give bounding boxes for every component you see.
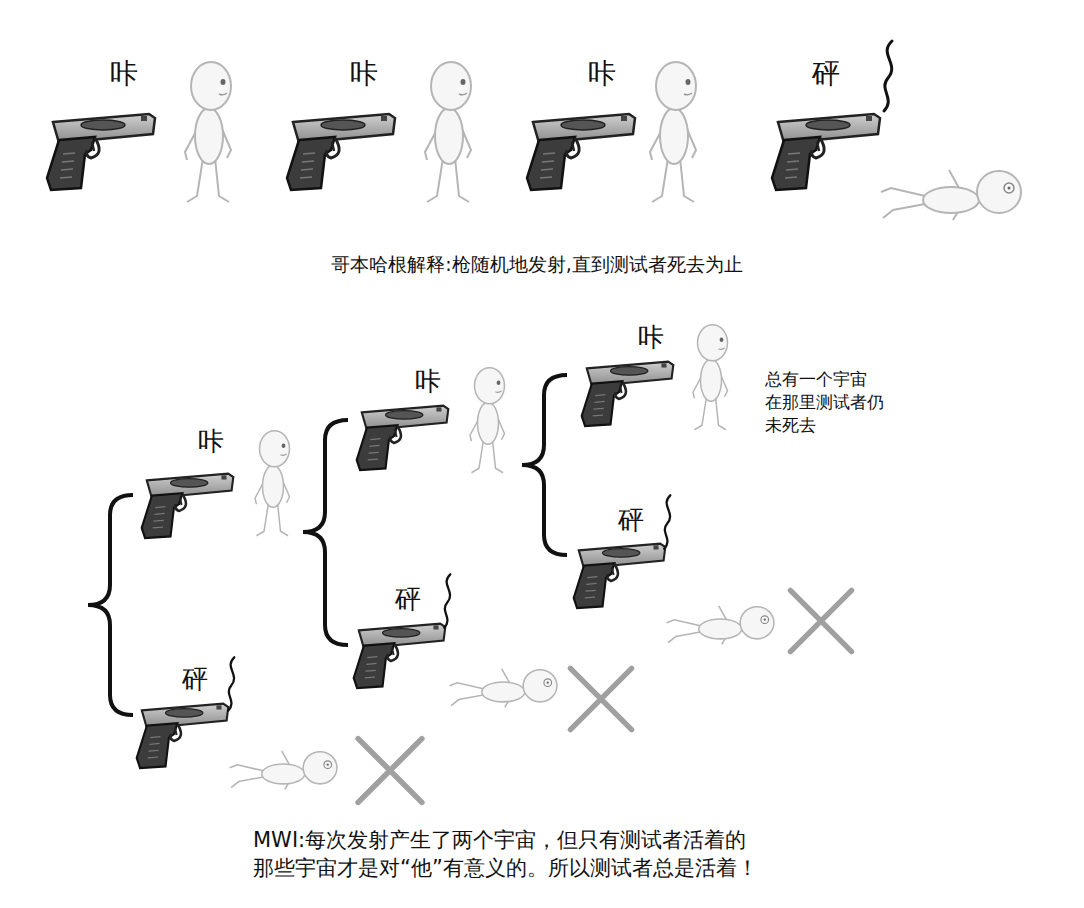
pistol <box>354 624 446 688</box>
pistol <box>772 114 880 190</box>
smoke-wisp <box>228 657 234 710</box>
note-text: 总有一个宇宙 在那里测试者仍 未死去 <box>765 368 893 437</box>
fallen-tester <box>667 606 774 644</box>
cross-mark <box>358 739 422 803</box>
smoke-wisp <box>664 495 670 548</box>
sound-effect: 砰 <box>182 662 208 697</box>
fallen-tester <box>881 170 1021 220</box>
branch-brace <box>303 420 348 645</box>
pistol <box>582 362 674 426</box>
pistol <box>287 114 395 190</box>
pistol <box>47 114 155 190</box>
smoke-wisp <box>884 41 892 111</box>
sound-effect: 咔 <box>638 320 664 355</box>
sound-effect: 咔 <box>415 364 441 399</box>
pistol <box>142 474 234 538</box>
cross-mark <box>790 590 851 651</box>
standing-tester <box>693 325 728 430</box>
branch-brace <box>88 495 133 715</box>
sound-effect: 砰 <box>395 582 421 617</box>
pistol <box>357 406 449 470</box>
pistol <box>574 544 666 608</box>
smoke-wisp <box>444 574 450 627</box>
standing-tester <box>255 431 290 536</box>
pistol <box>527 114 635 190</box>
standing-tester <box>185 62 231 202</box>
standing-tester <box>470 368 505 473</box>
cross-mark <box>570 668 631 729</box>
fallen-tester <box>230 751 337 789</box>
standing-tester <box>650 62 696 202</box>
caption-text: MWI:每次发射产生了两个宇宙，但只有测试者活着的 那些宇宙才是对“他”有意义的… <box>253 826 818 883</box>
sound-effect: 咔 <box>588 55 616 93</box>
sound-effect: 咔 <box>198 424 224 459</box>
standing-tester <box>425 62 471 202</box>
branch-brace <box>522 375 567 555</box>
pistol <box>137 704 229 768</box>
caption-text: 哥本哈根解释:枪随机地发射,直到测试者死去为止 <box>331 252 742 278</box>
sound-effect: 咔 <box>110 55 138 93</box>
sound-effect: 砰 <box>618 503 644 538</box>
fallen-tester <box>450 669 557 707</box>
sound-effect: 咔 <box>350 55 378 93</box>
sound-effect: 砰 <box>812 55 840 93</box>
